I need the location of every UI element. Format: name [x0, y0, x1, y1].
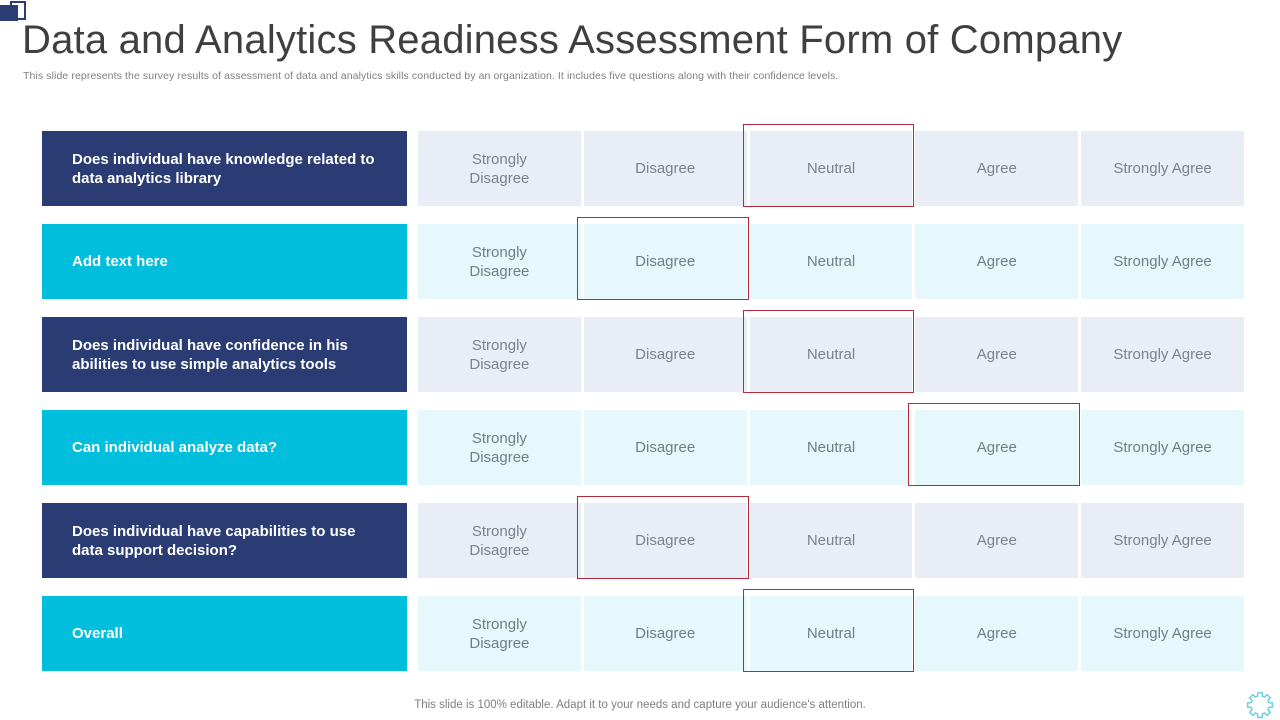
- option-cell-agree[interactable]: Agree: [915, 131, 1079, 206]
- table-row: Add text here Strongly Disagree Disagree N…: [42, 217, 1244, 300]
- solid-square-icon: [0, 5, 18, 21]
- option-label: Strongly Agree: [1113, 346, 1212, 363]
- option-cell-disagree[interactable]: Disagree: [576, 496, 749, 579]
- option-label: Strongly Agree: [1113, 625, 1212, 642]
- option-cell-neutral[interactable]: Neutral: [749, 410, 913, 485]
- gear-icon-path: [1246, 691, 1274, 719]
- option-label: Strongly Disagree: [469, 243, 530, 280]
- option-cell-neutral[interactable]: Neutral: [742, 589, 915, 672]
- option-label: Agree: [976, 253, 1017, 270]
- option-label: Neutral: [806, 625, 856, 642]
- table-row: Does individual have confidence in his a…: [42, 310, 1244, 393]
- option-label: Strongly Disagree: [469, 336, 530, 373]
- option-label: Agree: [976, 625, 1017, 642]
- option-cell-strongly-agree[interactable]: Strongly Agree: [1081, 317, 1244, 392]
- table-row: Does individual have capabilities to use…: [42, 496, 1244, 579]
- option-label: Agree: [976, 160, 1017, 177]
- option-label: Disagree: [635, 160, 696, 177]
- option-cell-strongly-agree[interactable]: Strongly Agree: [1081, 224, 1244, 299]
- option-cell-strongly-disagree[interactable]: Strongly Disagree: [418, 317, 581, 392]
- option-cell-strongly-disagree[interactable]: Strongly Disagree: [418, 224, 581, 299]
- page-title: Data and Analytics Readiness Assessment …: [22, 18, 1123, 62]
- option-cell-disagree[interactable]: Disagree: [583, 596, 747, 671]
- option-cell-agree[interactable]: Agree: [915, 317, 1079, 392]
- option-cell-strongly-disagree[interactable]: Strongly Disagree: [418, 596, 581, 671]
- option-label: Disagree: [635, 532, 696, 549]
- option-cell-agree[interactable]: Agree: [915, 596, 1079, 671]
- option-cell-strongly-agree[interactable]: Strongly Agree: [1081, 503, 1244, 578]
- option-label: Agree: [976, 532, 1017, 549]
- option-cell-strongly-disagree[interactable]: Strongly Disagree: [418, 503, 581, 578]
- option-label: Agree: [976, 439, 1017, 456]
- option-cell-neutral[interactable]: Neutral: [749, 503, 913, 578]
- option-cell-disagree[interactable]: Disagree: [583, 317, 747, 392]
- option-cells: Strongly Disagree Disagree Neutral Agree Str…: [418, 310, 1244, 393]
- option-cell-disagree[interactable]: Disagree: [583, 410, 747, 485]
- option-label: Strongly Agree: [1113, 253, 1212, 270]
- option-cell-agree[interactable]: Agree: [915, 503, 1079, 578]
- option-cell-strongly-disagree[interactable]: Strongly Disagree: [418, 131, 581, 206]
- option-cells: Strongly Disagree Disagree Neutral Agree Str…: [418, 217, 1244, 300]
- option-cell-agree[interactable]: Agree: [908, 403, 1081, 486]
- overlapping-squares-icon: [0, 0, 30, 26]
- option-label: Disagree: [635, 625, 696, 642]
- option-cell-strongly-agree[interactable]: Strongly Agree: [1081, 596, 1244, 671]
- survey-table: Does individual have knowledge related t…: [42, 124, 1244, 672]
- option-label: Strongly Disagree: [469, 615, 530, 652]
- question-label: Does individual have knowledge related t…: [42, 131, 407, 206]
- option-cells: Strongly Disagree Disagree Neutral Agree Str…: [418, 403, 1244, 486]
- option-cell-strongly-agree[interactable]: Strongly Agree: [1081, 131, 1244, 206]
- option-label: Disagree: [635, 439, 696, 456]
- option-label: Strongly Disagree: [469, 522, 530, 559]
- option-label: Strongly Agree: [1113, 532, 1212, 549]
- table-row: Does individual have knowledge related t…: [42, 124, 1244, 207]
- option-label: Neutral: [806, 439, 856, 456]
- option-cell-strongly-agree[interactable]: Strongly Agree: [1081, 410, 1244, 485]
- option-label: Disagree: [635, 253, 696, 270]
- option-cell-disagree[interactable]: Disagree: [576, 217, 749, 300]
- option-label: Strongly Disagree: [469, 150, 530, 187]
- option-cell-neutral[interactable]: Neutral: [742, 310, 915, 393]
- option-label: Agree: [976, 346, 1017, 363]
- option-label: Disagree: [635, 346, 696, 363]
- page-subtitle: This slide represents the survey results…: [23, 70, 839, 82]
- option-label: Neutral: [806, 532, 856, 549]
- option-cell-disagree[interactable]: Disagree: [583, 131, 747, 206]
- footer-note: This slide is 100% editable. Adapt it to…: [414, 699, 866, 711]
- option-cell-neutral[interactable]: Neutral: [742, 124, 915, 207]
- question-label: Does individual have capabilities to use…: [42, 503, 407, 578]
- table-row: Overall Strongly Disagree Disagree Neutral…: [42, 589, 1244, 672]
- option-cell-neutral[interactable]: Neutral: [749, 224, 913, 299]
- option-cells: Strongly Disagree Disagree Neutral Agree Str…: [418, 124, 1244, 207]
- option-cell-strongly-disagree[interactable]: Strongly Disagree: [418, 410, 581, 485]
- question-label: Add text here: [42, 224, 407, 299]
- option-label: Strongly Agree: [1113, 160, 1212, 177]
- option-label: Strongly Agree: [1113, 439, 1212, 456]
- option-label: Strongly Disagree: [469, 429, 530, 466]
- option-label: Neutral: [806, 253, 856, 270]
- option-label: Neutral: [806, 346, 856, 363]
- option-label: Neutral: [806, 160, 856, 177]
- option-cell-agree[interactable]: Agree: [915, 224, 1079, 299]
- question-label: Can individual analyze data?: [42, 410, 407, 485]
- question-label: Does individual have confidence in his a…: [42, 317, 407, 392]
- option-cells: Strongly Disagree Disagree Neutral Agree Str…: [418, 589, 1244, 672]
- question-label: Overall: [42, 596, 407, 671]
- table-row: Can individual analyze data? Strongly Di…: [42, 403, 1244, 486]
- gear-icon: [1245, 690, 1275, 720]
- option-cells: Strongly Disagree Disagree Neutral Agree Str…: [418, 496, 1244, 579]
